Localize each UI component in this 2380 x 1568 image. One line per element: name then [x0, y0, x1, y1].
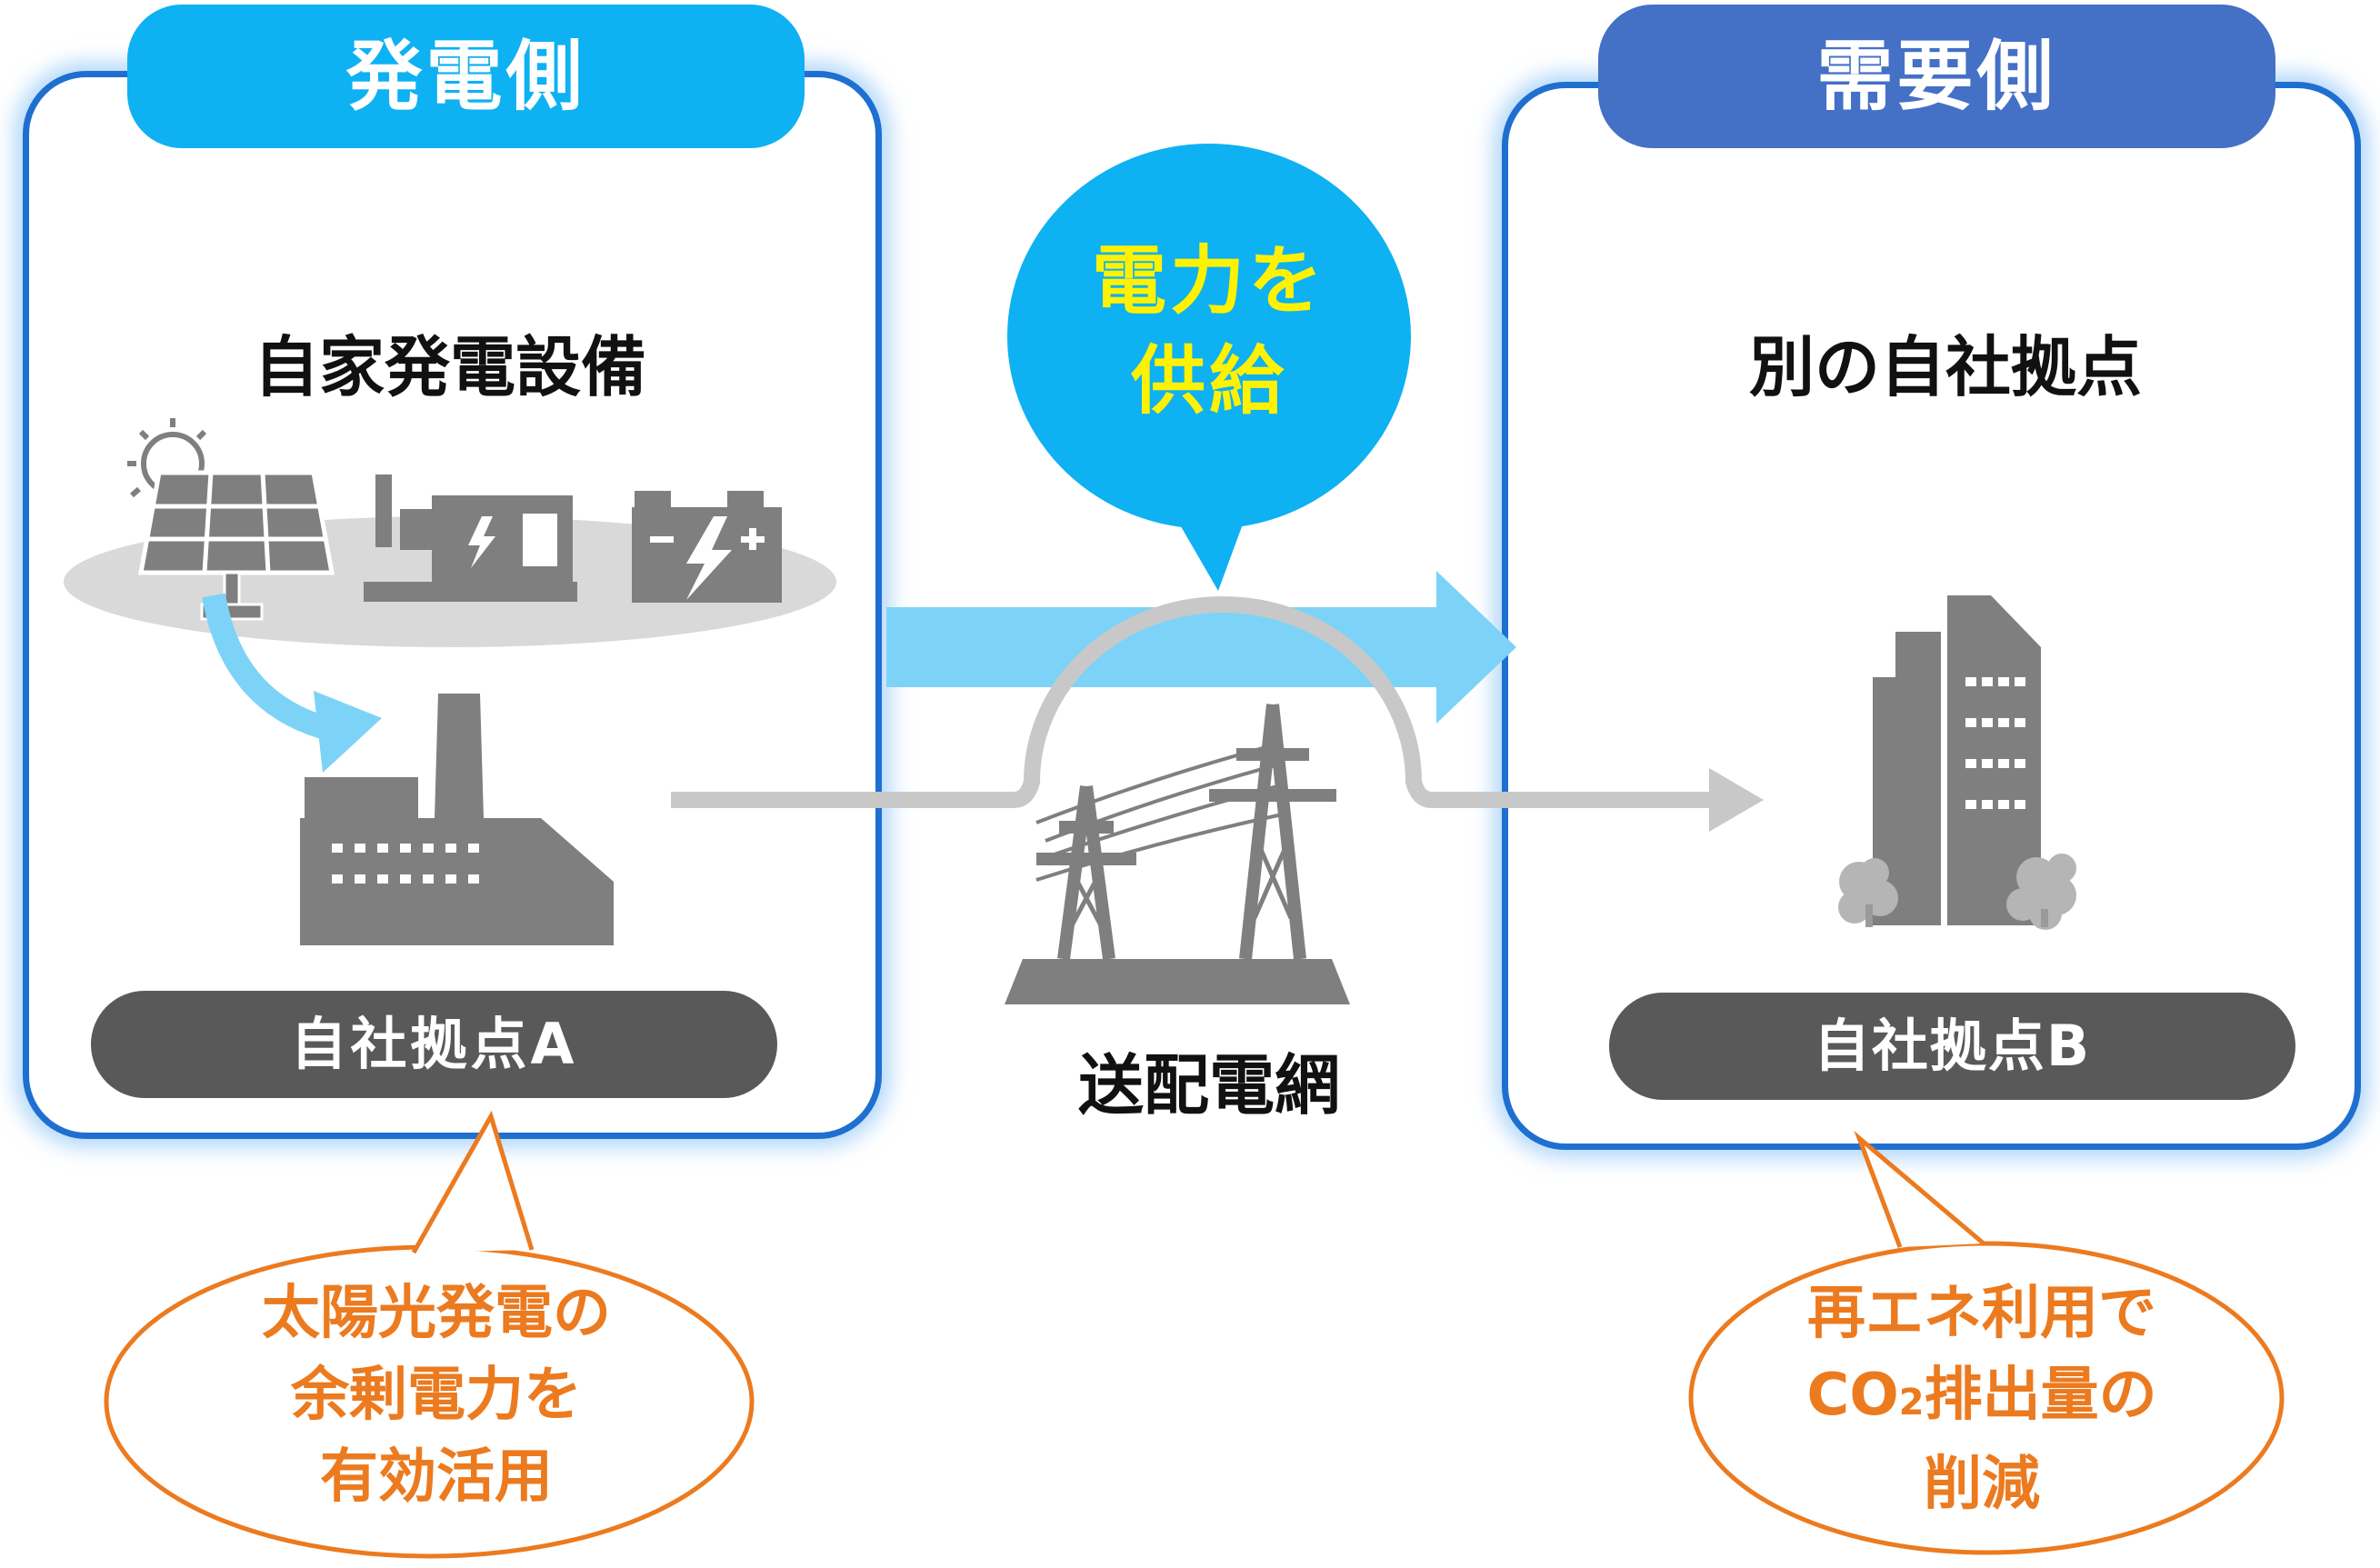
self-generation-title: 自家発電設備: [253, 329, 646, 405]
office-building-icon: [1873, 595, 2041, 925]
demand-side-header: 需要側: [1598, 5, 2275, 148]
other-site-title: 別の自社拠点: [1748, 329, 2142, 405]
note-line: 削減: [1924, 1451, 2040, 1518]
tree-icon: [2006, 854, 2076, 930]
supply-bubble-text: 電力を 供給: [1018, 232, 1400, 432]
note-right-text: 再エネ利用で CO2排出量の 削減: [1700, 1273, 2264, 1525]
note-bubble-left: [104, 1110, 755, 1559]
note-line: 有効活用: [320, 1443, 553, 1511]
note-left-text: 太陽光発電の 余剰電力を 有効活用: [164, 1273, 709, 1518]
co2-suffix: 排出量の: [1924, 1362, 2157, 1429]
battery-icon: [632, 491, 782, 603]
note-line: 再エネ利用で: [1807, 1280, 2156, 1347]
note-line: 太陽光発電の: [262, 1280, 611, 1347]
supply-bubble: [1007, 144, 1411, 591]
solar-to-factory-arrow: [202, 593, 326, 739]
transmission-tower-icon: [1005, 704, 1350, 1004]
grid-label: 送配電網: [1077, 1047, 1340, 1124]
note-line: 余剰電力を: [291, 1362, 582, 1429]
site-a-label: 自社拠点A: [91, 991, 777, 1098]
supply-line: 供給: [1130, 338, 1287, 424]
note-line-co2: CO2排出量の: [1700, 1354, 2264, 1443]
tree-icon: [1838, 858, 1898, 927]
demand-side-panel: [1502, 82, 2361, 1150]
supply-line: 電力を: [1091, 238, 1326, 325]
solar-to-factory-arrow-head: [314, 691, 382, 773]
factory-icon: [300, 694, 614, 945]
solar-panel-icon: [138, 470, 335, 621]
co2-prefix: CO: [1806, 1362, 1899, 1429]
site-b-label: 自社拠点B: [1609, 993, 2295, 1100]
grid-connection-line: [671, 596, 1723, 808]
supply-side-header: 発電側: [127, 5, 805, 148]
grid-arrow-head: [1709, 768, 1764, 832]
co2-subscript: 2: [1898, 1382, 1925, 1423]
note-bubble-right: [1688, 1130, 2285, 1555]
power-supply-arrow: [886, 571, 1516, 724]
generator-icon: [364, 474, 577, 602]
